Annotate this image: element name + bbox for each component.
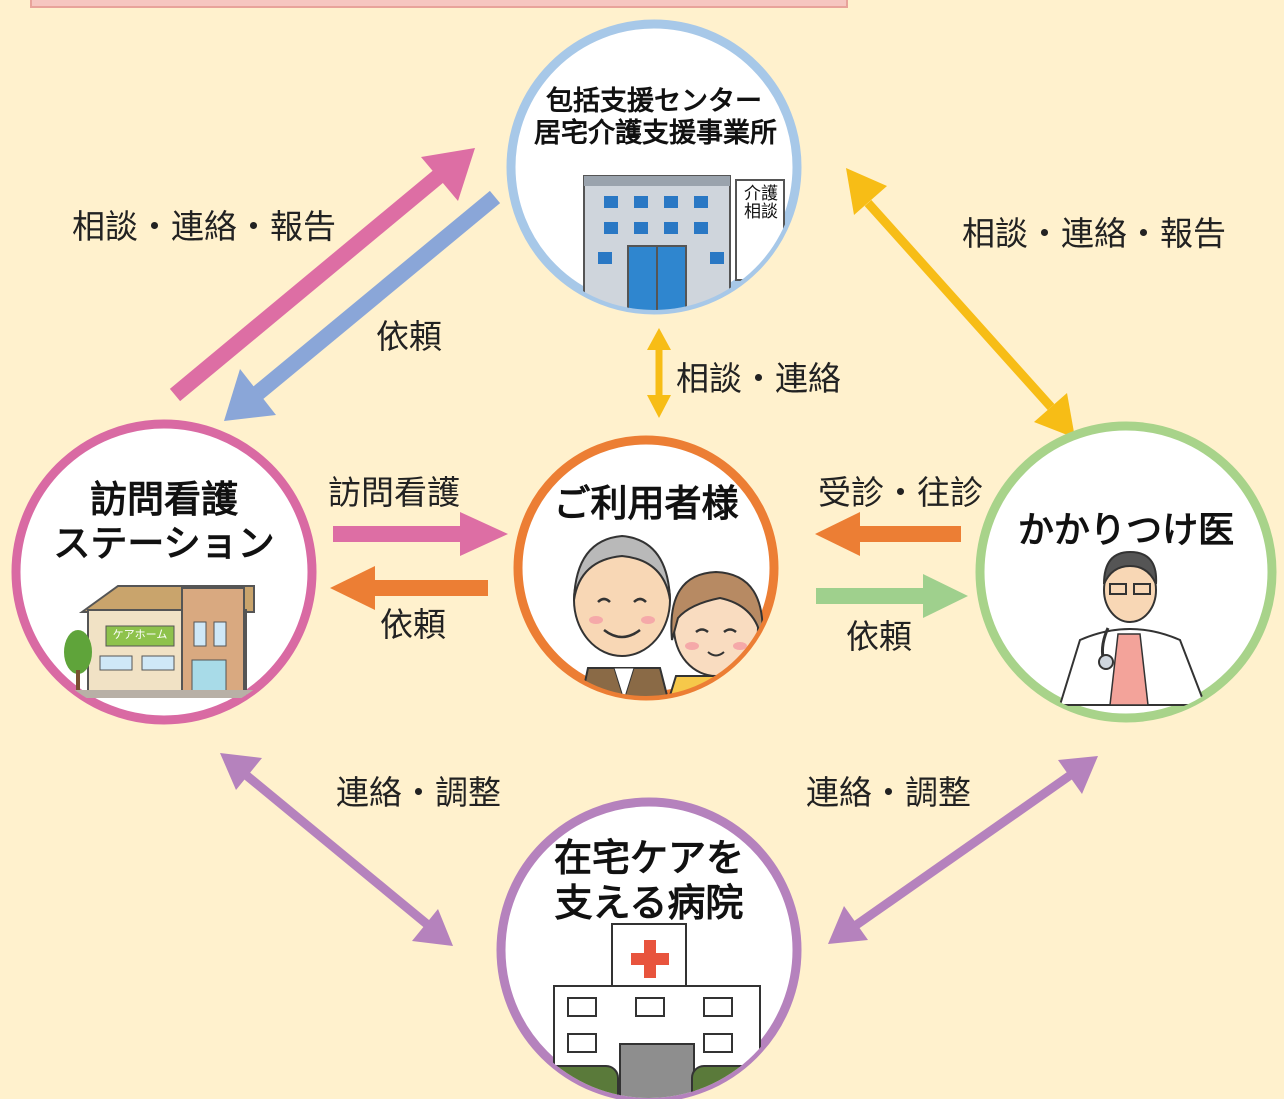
hospital-title: 在宅ケアを 支える病院: [529, 836, 769, 926]
node-family-doctor: [975, 421, 1277, 723]
arrow-center-doctor: [846, 168, 1075, 438]
label-center-client: 相談・連絡: [676, 359, 841, 398]
arrow-center-client: [647, 328, 671, 418]
family-doctor-title: かかりつけ医: [1017, 510, 1235, 551]
label-center-to-station: 依頼: [376, 317, 442, 356]
care-home-illustration: [64, 585, 260, 698]
nursing-station-title-text: 訪問看護 ステーション: [44, 478, 284, 565]
node-client: [513, 435, 779, 701]
label-doctor-to-client: 受診・往診: [818, 473, 983, 512]
node-nursing-station: [11, 419, 317, 725]
support-center-title: 包括支援センター 居宅介護支援事業所: [534, 86, 777, 150]
arrow-hospital-doctor: [828, 756, 1098, 944]
hospital-title-line1: 在宅ケアを: [553, 836, 744, 880]
nursing-station-line2: ステーション: [53, 521, 275, 565]
arrow-client-to-station: [330, 566, 488, 610]
care-home-sign-text: ケアホーム: [112, 628, 168, 641]
label-station-to-client: 訪問看護: [328, 473, 460, 512]
label-client-to-station: 依頼: [380, 605, 446, 644]
top-banner-edge: [30, 0, 848, 8]
support-center-title-line2: 居宅介護支援事業所: [534, 117, 777, 149]
nursing-station-line1: 訪問看護: [90, 478, 238, 521]
support-center-title-line1: 包括支援センター: [546, 86, 762, 117]
hospital-title-line2: 支える病院: [554, 880, 744, 925]
arrow-doctor-to-client: [815, 512, 961, 556]
node-support-center: [506, 19, 802, 315]
arrow-station-to-client: [333, 512, 508, 556]
arrow-station-to-center: [169, 148, 475, 402]
label-station-hospital: 連絡・調整: [336, 773, 501, 812]
consultation-sign-text: 介護相談: [744, 184, 778, 222]
label-client-to-doctor: 依頼: [846, 617, 912, 656]
label-center-doctor: 相談・連絡・報告: [962, 214, 1226, 253]
label-station-to-center: 相談・連絡・報告: [72, 207, 336, 246]
arrow-station-hospital: [220, 753, 453, 946]
client-title: ご利用者様: [553, 482, 739, 525]
doctor-illustration: [1058, 550, 1207, 706]
tree-icon: [64, 630, 92, 674]
label-hospital-doctor: 連絡・調整: [806, 773, 971, 812]
arrow-center-to-station: [224, 190, 501, 421]
arrow-client-to-doctor: [816, 574, 968, 618]
